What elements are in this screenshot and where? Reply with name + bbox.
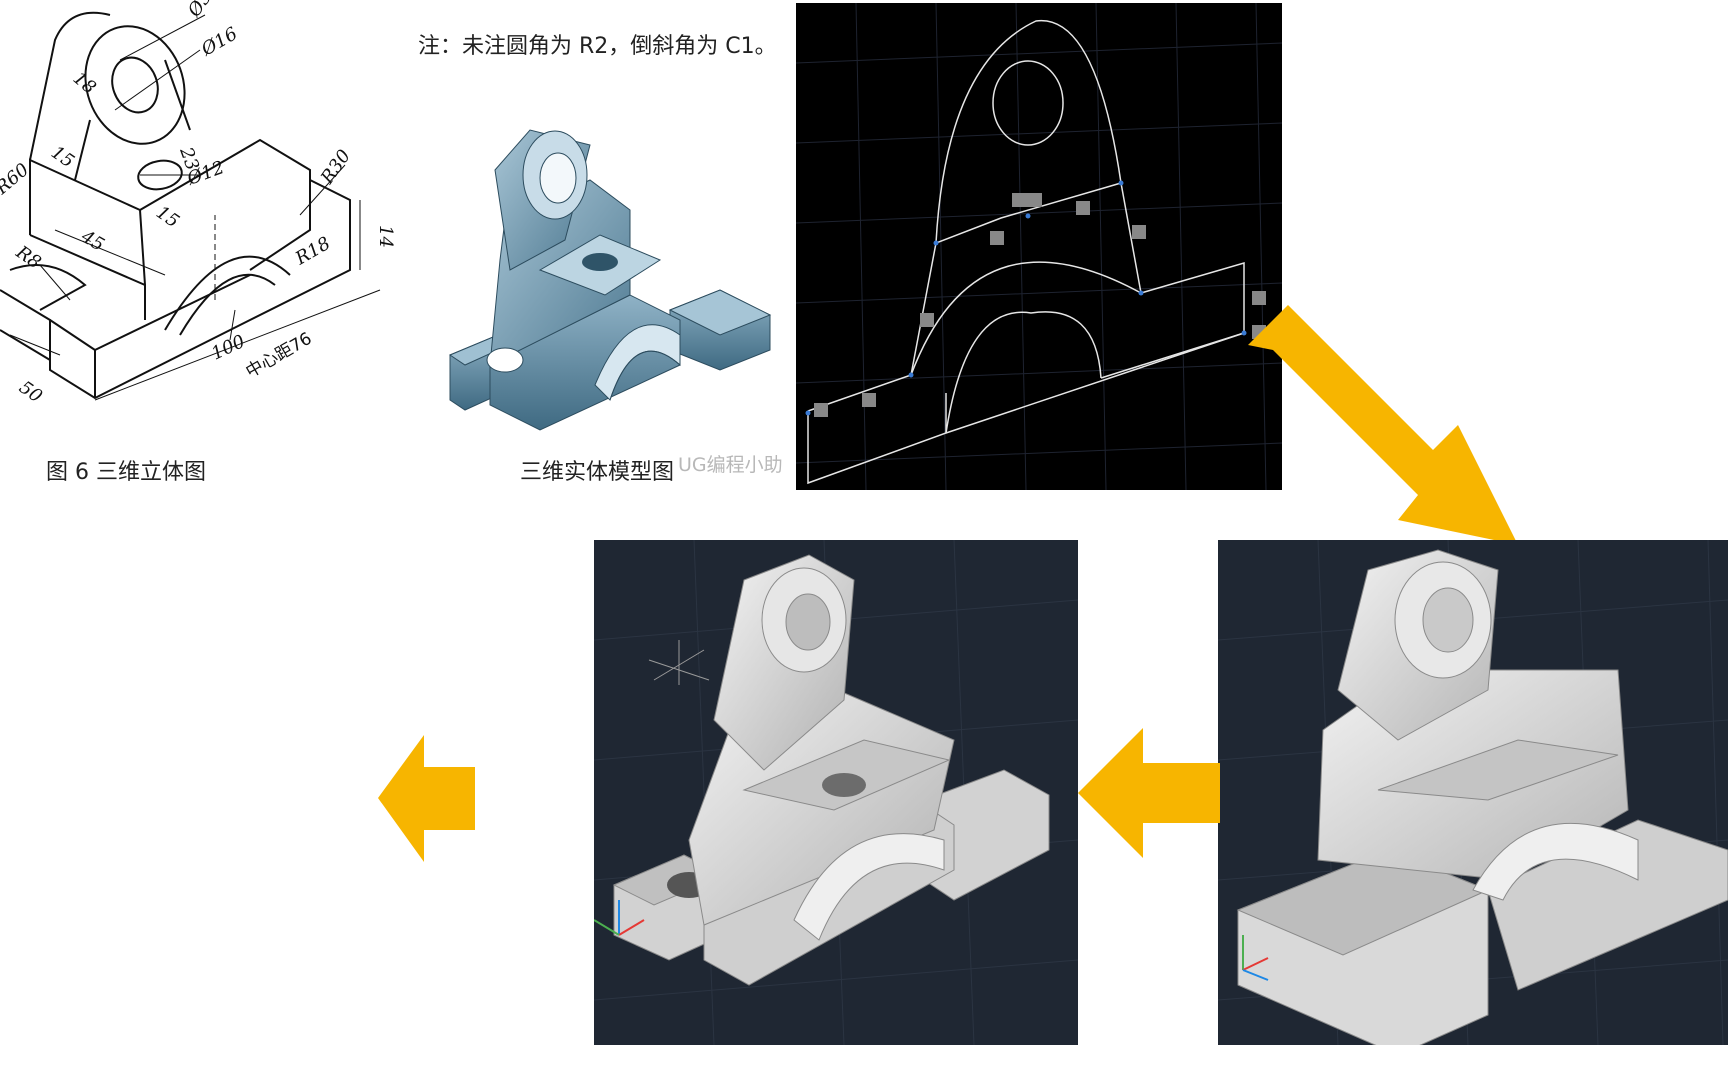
caption-isometric: 图 6 三维立体图 [46, 460, 206, 485]
dim-r30: R30 [316, 146, 355, 189]
caption-solid-model: 三维实体模型图 [520, 460, 675, 485]
cad-wireframe-panel [796, 3, 1282, 490]
isometric-drawing: Ø32 Ø16 18 23 Ø12 15 15 45 R30 14 R60 R1… [0, 0, 396, 407]
ucs-axis-icon [1242, 935, 1269, 981]
dim-center-distance: 中心距76 [243, 329, 316, 383]
cad-solid-right [1218, 540, 1728, 1045]
dim-18: 18 [69, 68, 100, 99]
solid-model-panel [430, 120, 790, 440]
note-text: 注：未注圆角为 R2，倒斜角为 C1。 [418, 34, 777, 59]
dim-15a: 15 [47, 142, 78, 172]
dim-r60: R60 [0, 159, 33, 199]
grip [814, 403, 828, 417]
arrow-left-icon [1078, 728, 1220, 858]
cad-solid-panel-right [1218, 540, 1728, 1045]
dim-d32: Ø32 [183, 0, 222, 22]
ucs-axis-icon [594, 900, 645, 936]
dim-d16: Ø16 [197, 23, 241, 61]
dim-50: 50 [15, 377, 46, 407]
dim-45: 45 [77, 226, 108, 256]
cad-solid-middle [594, 540, 1078, 1045]
isometric-drawing-panel: Ø32 Ø16 18 23 Ø12 15 15 45 R30 14 R60 R1… [0, 0, 420, 440]
solid-model-render [448, 129, 772, 431]
arrow-left-icon [378, 735, 475, 862]
dim-14: 14 [375, 225, 396, 248]
dim-15b: 15 [152, 202, 183, 232]
cad-solid-panel-middle [594, 540, 1078, 1045]
arrow-down-right-icon [1248, 305, 1518, 545]
cad-wireframe [796, 3, 1282, 490]
crosshair [648, 640, 710, 685]
dim-100: 100 [208, 331, 248, 365]
watermark: UG编程小助 [678, 454, 783, 476]
